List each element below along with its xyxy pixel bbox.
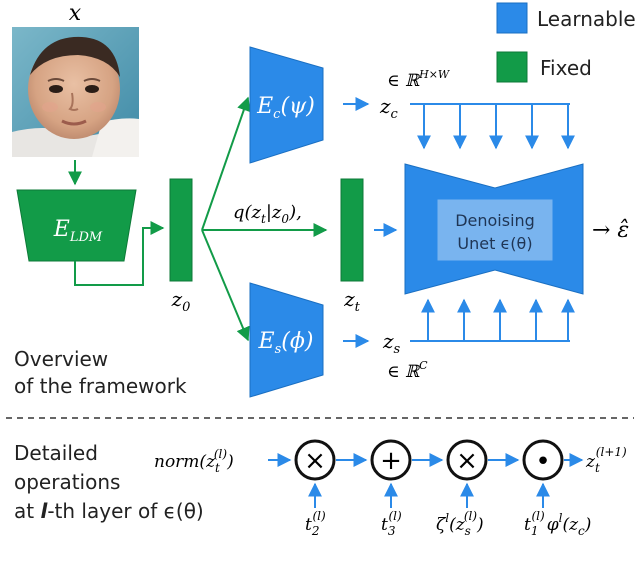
zc-space-label: ∈ ℝH×W (387, 68, 451, 91)
op-multiply-2 (446, 439, 488, 481)
legend-fixed-label: Fixed (540, 56, 592, 80)
op-symbol-3: × (456, 446, 478, 476)
op-add (370, 439, 412, 481)
op-term-1: t2(l) (305, 509, 326, 538)
op-term-3: ζl(zs(l)) (436, 509, 484, 538)
detail-line2: operations (14, 470, 120, 494)
unet-label-line2: Unet ϵ(θ) (457, 234, 532, 253)
zs-injection-arrows (421, 298, 575, 341)
op-output-label: zt(l+1) (585, 445, 627, 475)
arrow-z0-to-es (201, 229, 250, 342)
arrow-z0-to-ec (201, 96, 251, 231)
content-encoder-label: Ec(ψ) (256, 94, 315, 122)
zs-label: zs (382, 329, 401, 357)
content-encoder (249, 46, 324, 164)
baby-face-illustration (12, 27, 139, 157)
z0-latent (169, 178, 193, 282)
eldm-label: ELDM (53, 217, 103, 245)
output-label: → ε̂ (592, 218, 629, 243)
op-symbol-1: × (304, 446, 326, 476)
input-photo (12, 27, 139, 157)
style-encoder (249, 282, 324, 398)
legend-fixed-swatch (496, 51, 528, 83)
zc-label: zc (379, 94, 399, 122)
detail-line3: at l-th layer of ϵ(θ) (14, 499, 204, 523)
legend-learnable-label: Learnable (537, 7, 636, 31)
op-symbol-2: + (380, 446, 402, 476)
overview-line2: of the framework (14, 374, 187, 398)
unet-label-box (437, 199, 553, 261)
legend-learnable-swatch (496, 2, 528, 34)
op-term-4: t1(l)φl(zc) (524, 509, 591, 538)
arrow-eldm-to-z0 (74, 221, 165, 286)
zt-latent (340, 178, 364, 282)
op-hadamard (522, 439, 564, 481)
input-label: x (69, 1, 82, 26)
op-multiply-1 (294, 439, 336, 481)
style-encoder-label: Es(ϕ) (258, 329, 314, 357)
unet-label-line1: Denoising (455, 211, 535, 230)
op-input-label: norm(zt(l)) (154, 447, 234, 475)
z0-label: z0 (171, 287, 191, 315)
zt-label: zt (343, 287, 361, 315)
zc-injection-arrows (417, 104, 575, 150)
overview-line1: Overview (14, 347, 108, 371)
op-term-2: t3(l) (381, 509, 402, 538)
zs-space-label: ∈ ℝC (387, 359, 428, 382)
eldm-encoder (16, 189, 137, 262)
detail-line1: Detailed (14, 441, 98, 465)
forward-process-label: q(zt|z0), (233, 202, 302, 226)
op-symbol-4: • (535, 447, 550, 477)
